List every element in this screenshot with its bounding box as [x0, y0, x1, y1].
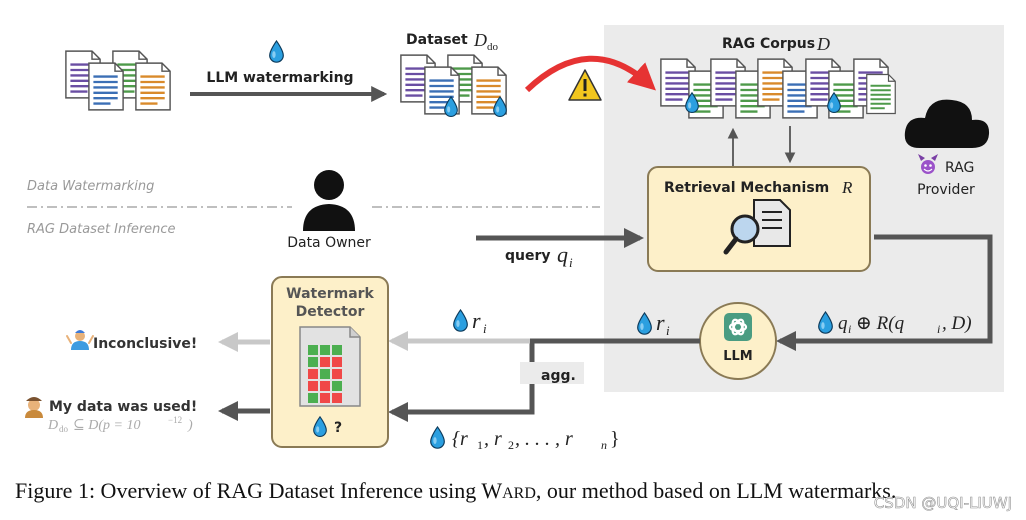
- token-cell: [308, 393, 318, 403]
- query-subscript: i: [569, 255, 573, 270]
- openai-logo-icon: [724, 313, 752, 341]
- shrugging-person-icon: [66, 330, 94, 350]
- caption-smallcaps: ARD: [502, 485, 536, 502]
- person-icon: [303, 170, 355, 231]
- retrieval-label: Retrieval Mechanism: [664, 180, 829, 196]
- response-set-dots: , . . . , r: [515, 428, 573, 450]
- response-set-sub1: 1: [477, 438, 483, 452]
- figure-caption: Figure 1: Overview of RAG Dataset Infere…: [15, 478, 896, 503]
- corpus-symbol: D: [816, 34, 830, 54]
- token-cell: [320, 357, 330, 367]
- watermark-label: LLM watermarking: [206, 70, 353, 86]
- water-drop-icon: [269, 40, 284, 63]
- csdn-watermark: CSDN @UQI-LIUWJ: [874, 494, 1012, 512]
- token-cell: [332, 369, 342, 379]
- query-label: query: [505, 248, 551, 264]
- concat-end: , D): [942, 313, 972, 334]
- used-formula-d: D: [47, 418, 58, 433]
- token-cell: [332, 357, 342, 367]
- devil-face-icon: [918, 154, 938, 174]
- dataset-subscript: do: [487, 41, 499, 53]
- retrieval-to-llm-arrow: [776, 234, 993, 351]
- concat-q: q: [838, 313, 848, 334]
- response-sub: i: [483, 321, 487, 336]
- llm-response-sub: i: [666, 323, 670, 338]
- token-cell: [320, 345, 330, 355]
- token-cell: [308, 345, 318, 355]
- token-cell: [332, 345, 342, 355]
- rag-provider-label-line1: RAG: [945, 160, 974, 176]
- detector-title-line2: Detector: [296, 304, 365, 320]
- response-r: r: [472, 308, 481, 333]
- cloud-icon: [904, 99, 990, 148]
- response-set-close: }: [610, 428, 620, 450]
- used-label: My data was used!: [49, 399, 197, 415]
- detector-title-line1: Watermark: [286, 286, 374, 302]
- data-owner-label: Data Owner: [287, 235, 371, 251]
- watermarked-dataset-documents: [400, 54, 507, 117]
- section-data-watermarking: Data Watermarking: [27, 179, 154, 194]
- leak-arrow: [524, 55, 656, 93]
- concat-sub2: i: [937, 322, 940, 336]
- token-cell: [332, 393, 342, 403]
- inconclusive-label: Inconclusive!: [93, 336, 197, 352]
- query-symbol: q: [557, 242, 568, 267]
- llm-label: LLM: [723, 349, 753, 364]
- token-cell: [308, 357, 318, 367]
- aggregation-label: agg.: [541, 368, 576, 384]
- caption-part-1: Figure 1: Overview of RAG Dataset Infere…: [15, 478, 502, 503]
- llm-response-r: r: [656, 310, 665, 335]
- detector-unknown-mark: ?: [334, 420, 342, 436]
- agg-label-bg: [520, 362, 584, 384]
- concat-rest: ⊕ R(q: [856, 313, 905, 334]
- dataset-symbol: D: [473, 30, 487, 50]
- corpus-title: RAG Corpus: [722, 36, 815, 52]
- response-set-mid: , r: [484, 428, 502, 450]
- rag-provider-label-line2: Provider: [917, 182, 975, 198]
- detective-icon: [25, 397, 43, 418]
- token-cell: [320, 369, 330, 379]
- response-set-sub2: 2: [508, 438, 514, 452]
- warning-icon: [568, 69, 602, 101]
- dataset-title: Dataset: [406, 32, 468, 48]
- response-set-open: {r: [452, 428, 468, 450]
- response-set-label: {r 1 , r 2 , . . . , r n }: [452, 428, 620, 452]
- magnifier-document-icon: [723, 199, 791, 255]
- token-cell: [320, 393, 330, 403]
- token-cell: [332, 381, 342, 391]
- retrieval-symbol: R: [841, 178, 853, 197]
- used-formula-sub: do: [59, 424, 69, 434]
- section-rag-dataset-inference: RAG Dataset Inference: [27, 222, 176, 237]
- water-drop-icon: [453, 309, 468, 332]
- token-cell: [308, 369, 318, 379]
- water-drop-icon: [430, 426, 445, 449]
- original-documents: [65, 50, 171, 111]
- response-set-subn: n: [601, 438, 607, 452]
- concat-sub: i: [848, 322, 851, 336]
- token-cell: [320, 381, 330, 391]
- token-cell: [308, 381, 318, 391]
- used-formula: D do ⊆ D(p = 10 −12 ): [47, 415, 193, 434]
- used-formula-rest: ⊆ D(p = 10: [73, 418, 140, 433]
- used-formula-end: ): [187, 418, 193, 433]
- used-formula-exp: −12: [168, 415, 182, 425]
- detector-token-grid: [308, 345, 342, 403]
- caption-part-2: , our method based on LLM watermarks.: [536, 478, 896, 503]
